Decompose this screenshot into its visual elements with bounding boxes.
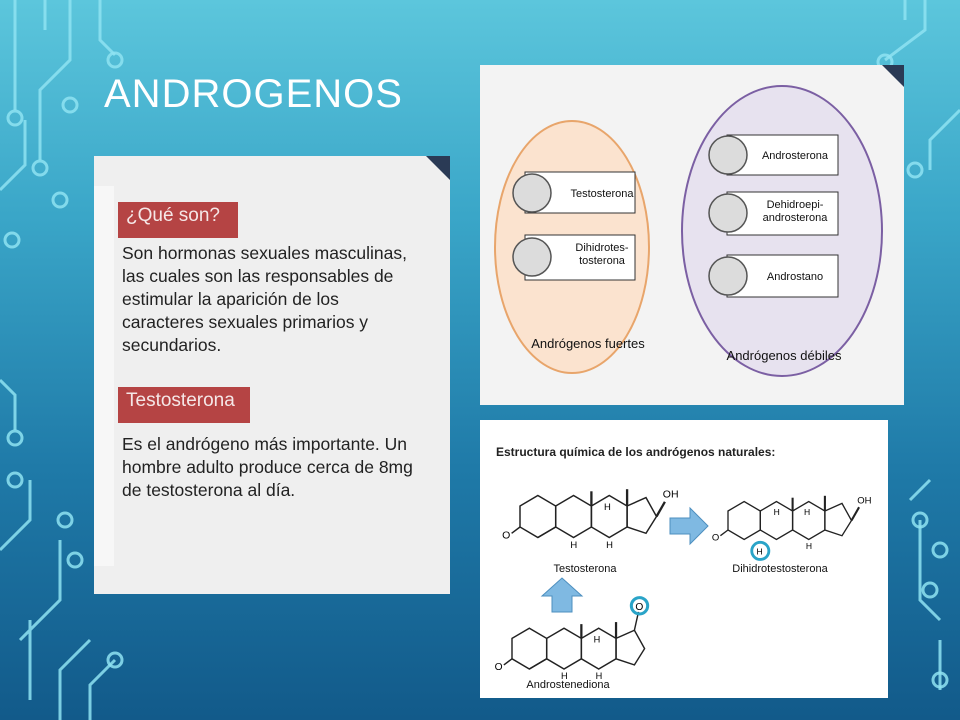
testosterona-text: Es el andrógeno más importante. Un hombr… (122, 434, 413, 500)
arrow-up-icon (540, 577, 584, 613)
corner-fold (882, 65, 904, 87)
testosterona-label: Testosterona (554, 563, 618, 575)
molecule-androstenediona: O O H H H (495, 596, 650, 681)
weak-androgens-label: Andrógenos débiles (727, 348, 842, 363)
chemical-structures-diagram: O OH H H H Testosterona O OH H H H H Dih… (495, 488, 872, 691)
strong-item-label-0: Testosterona (571, 188, 635, 200)
weak-item-label-1: Dehidroepi-androsterona (763, 199, 829, 224)
corner-fold (426, 156, 450, 180)
weak-item-dehidroepiandrosterona: Dehidroepi-androsterona (708, 191, 839, 236)
heading-testosterona: Testosterona (118, 387, 250, 423)
androstenediona-hydrogen-1: H (561, 671, 568, 681)
dht-hydrogen-1: H (806, 541, 812, 551)
chemical-structures-panel: Estructura química de los andrógenos nat… (480, 420, 888, 698)
dht-hydrogen-2: H (774, 507, 780, 517)
dht-oxygen: O (712, 532, 719, 543)
androstenediona-hydrogen-3: H (594, 634, 601, 644)
chemistry-title: Estructura química de los andrógenos nat… (496, 445, 776, 459)
definition-panel: ¿Qué son? Son hormonas sexuales masculin… (94, 156, 450, 594)
androgen-types-panel: Testosterona Dihidrotes-tosterona Andros… (480, 65, 904, 405)
molecule-testosterona: O OH H H H (502, 488, 679, 551)
testosterona-hydrogen-3: H (604, 502, 611, 513)
arrow-right-icon (669, 506, 709, 546)
androstenediona-hydrogen-2: H (596, 671, 603, 681)
weak-item-label-2: Androstano (767, 271, 823, 283)
dht-hydrogen-highlight: H (757, 547, 763, 557)
heading-que-son: ¿Qué son? (118, 202, 238, 238)
androstenediona-label: Androstenediona (526, 679, 610, 691)
dht-hydroxyl: OH (857, 495, 871, 506)
testosterona-hydroxyl: OH (663, 489, 679, 501)
dihidrotestosterona-label: Dihidrotestosterona (732, 563, 828, 575)
testosterona-hydrogen-2: H (606, 540, 613, 551)
strong-item-dihidrotestosterona: Dihidrotes-tosterona (512, 234, 636, 281)
panel-edge (94, 186, 114, 566)
weak-item-androstano: Androstano (708, 254, 839, 298)
androgen-venn-diagram: Testosterona Dihidrotes-tosterona Andros… (494, 85, 883, 377)
strong-item-testosterona: Testosterona (512, 171, 636, 214)
testosterona-oxygen: O (502, 530, 510, 542)
strong-item-label-1: Dihidrotes-tosterona (575, 242, 629, 267)
androstenediona-oxygen-1: O (495, 662, 503, 673)
testosterona-hydrogen-1: H (570, 540, 577, 551)
molecule-dihidrotestosterona: O OH H H H H (712, 494, 872, 561)
androstenediona-oxygen-2: O (635, 602, 643, 613)
weak-item-label-0: Androsterona (762, 150, 829, 162)
definition-text: Son hormonas sexuales masculinas, las cu… (122, 243, 408, 355)
strong-androgens-label: Andrógenos fuertes (531, 336, 645, 351)
weak-item-androsterona: Androsterona (708, 134, 839, 176)
dht-hydrogen-3: H (804, 507, 810, 517)
slide-title: ANDROGENOS (104, 72, 403, 116)
